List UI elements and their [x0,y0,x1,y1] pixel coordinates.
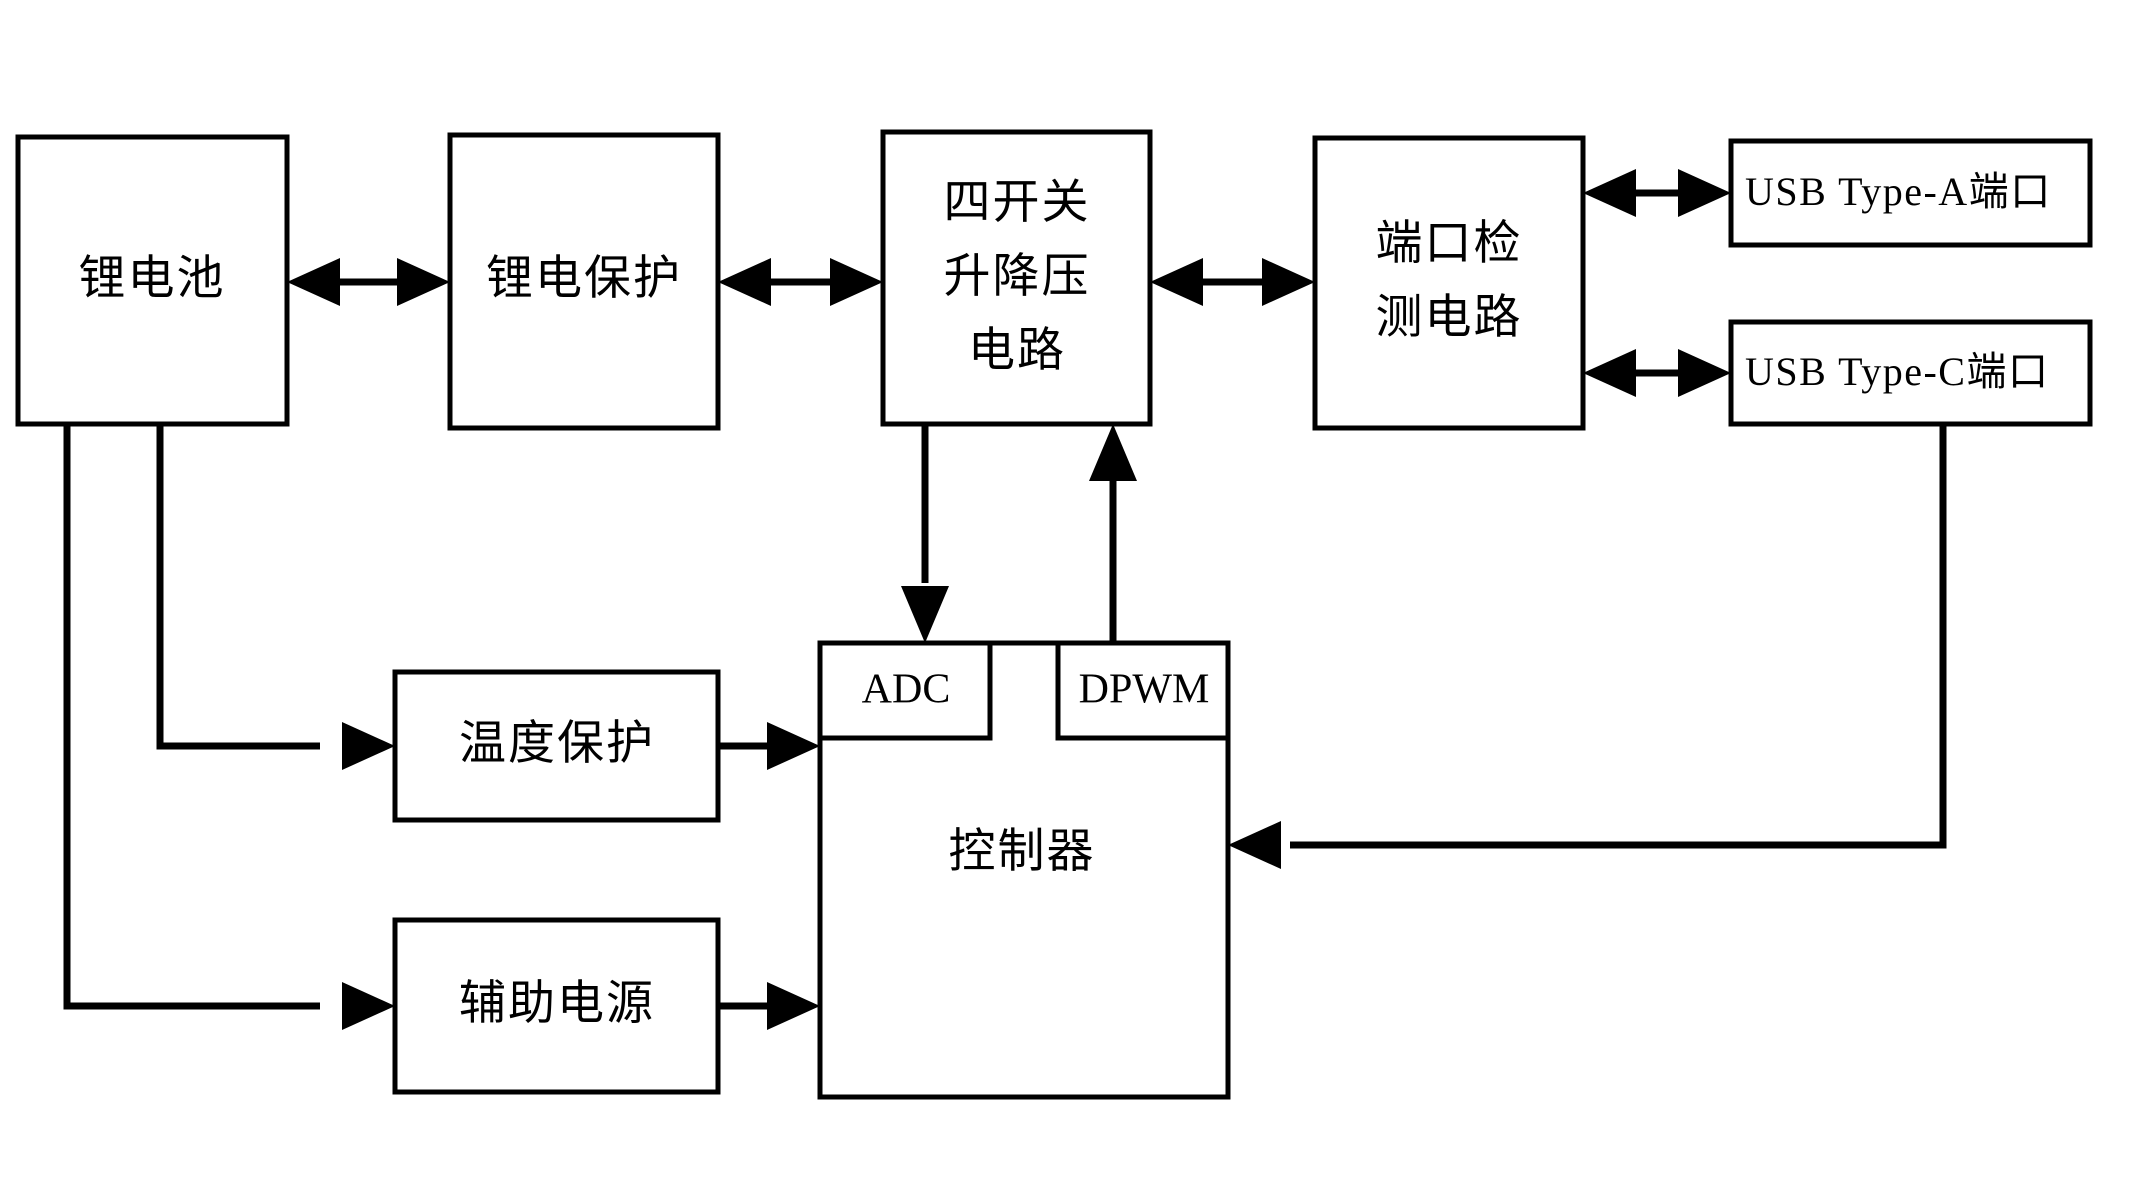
block-usb-type-a[interactable]: USB Type-A端口 [1728,138,2093,248]
block-buck-boost-label-line3: 电路 [968,325,1066,377]
connector-battery-to-protection [287,258,450,306]
block-dpwm[interactable]: DPWM [1055,640,1231,741]
connector-dpwm-to-buckboost [1089,424,1137,643]
block-port-detect-label-line1: 端口检 [1376,218,1523,270]
block-usb-type-a-label: USB Type-A端口 [1745,169,2052,214]
block-auxiliary-power[interactable]: 辅助电源 [392,917,721,1095]
connector-aux-to-controller [718,982,820,1030]
block-port-detect[interactable]: 端口检 测电路 [1312,135,1586,431]
block-dpwm-label: DPWM [1079,667,1210,713]
connector-protection-to-buckboost [718,258,883,306]
block-buck-boost-label-line1: 四开关 [944,177,1091,229]
connector-buckboost-to-adc [901,424,949,643]
block-buck-boost[interactable]: 四开关 升降压 电路 [880,129,1153,427]
connector-battery-to-temp [156,424,395,770]
connector-usbc-to-controller [1228,424,1947,869]
block-usb-type-c[interactable]: USB Type-C端口 [1728,319,2093,427]
connector-battery-to-aux [63,424,395,1030]
connector-buckboost-to-portdetect [1150,258,1315,306]
block-battery-label: 锂电池 [79,253,226,305]
block-auxiliary-power-label: 辅助电源 [459,978,655,1030]
connector-portdetect-to-usba [1583,169,1731,217]
connector-portdetect-to-usbc [1583,349,1731,397]
block-adc-label: ADC [862,667,951,713]
block-adc[interactable]: ADC [817,640,993,741]
block-buck-boost-label-line2: 升降压 [944,251,1091,303]
block-usb-type-c-label: USB Type-C端口 [1745,349,2049,394]
block-temperature-protection[interactable]: 温度保护 [392,669,721,823]
block-temperature-protection-label: 温度保护 [459,718,655,770]
block-battery-protection-label: 锂电保护 [486,253,682,305]
connector-temp-to-controller [718,722,820,770]
block-battery-protection[interactable]: 锂电保护 [447,132,721,431]
block-port-detect-label-line2: 测电路 [1376,292,1523,344]
block-battery[interactable]: 锂电池 [15,134,290,427]
block-controller-label: 控制器 [949,826,1096,878]
